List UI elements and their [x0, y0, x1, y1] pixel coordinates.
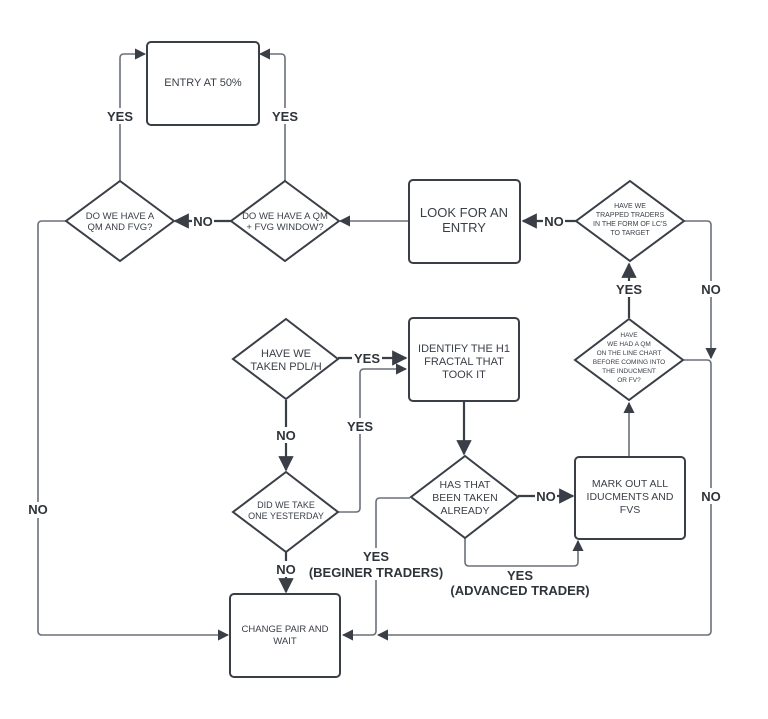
node-been-taken-line-2: BEEN TAKEN: [432, 492, 498, 504]
node-identify-h1[interactable]: IDENTIFY THE H1 FRACTAL THAT TOOK IT: [408, 317, 520, 402]
node-been-taken[interactable]: HAS THAT BEEN TAKEN ALREADY: [409, 454, 520, 540]
node-taken-pdl-line-2: TAKEN PDL/H: [250, 361, 321, 373]
label-yes-linechart: YES: [616, 282, 642, 297]
node-taken-pdl-line-1: HAVE WE: [261, 348, 311, 360]
node-qm-line-chart-line-6: OR FV?: [617, 377, 641, 384]
node-qm-line-chart-line-2: WE HAD A QM: [607, 341, 651, 348]
node-change-pair[interactable]: CHANGE PAIR AND WAIT: [229, 593, 341, 678]
label-beginner-traders: (BEGINER TRADERS): [309, 565, 443, 580]
node-qm-fvg-window[interactable]: DO WE HAVE A QM + FVG WINDOW?: [229, 179, 341, 263]
node-change-pair-line-2: WAIT: [273, 636, 297, 647]
node-one-yesterday[interactable]: DID WE TAKE ONE YESTERDAY: [231, 470, 340, 554]
label-yes-advanced: YES: [507, 568, 533, 583]
node-one-yesterday-line-1: DID WE TAKE: [257, 500, 315, 510]
label-yes-left: YES: [107, 109, 133, 124]
node-qm-line-chart-line-3: ON THE LINE CHART: [597, 350, 662, 357]
label-no-yesterday: NO: [276, 562, 296, 577]
node-look-for-entry-line-1: LOOK FOR AN: [420, 205, 508, 220]
label-yes-beginner: YES: [363, 549, 389, 564]
node-entry-at-50[interactable]: ENTRY AT 50%: [146, 41, 260, 126]
node-mark-out-line-2: IDUCMENTS AND: [587, 491, 674, 503]
node-mark-out-line-3: FVS: [620, 504, 640, 516]
node-mark-out-line-1: MARK OUT ALL: [592, 478, 668, 490]
node-qm-and-fvg[interactable]: DO WE HAVE A QM AND FVG?: [64, 179, 176, 263]
edge-qm-fvg-to-change-no: [37, 220, 230, 641]
label-yes-pdl: YES: [354, 351, 380, 366]
node-identify-h1-line-1: IDENTIFY THE H1: [418, 343, 510, 355]
edge-labels: YES YES NO NO NO YES NO YES YES NO NO NO…: [27, 108, 722, 598]
node-qm-line-chart-line-5: THE INDUCMENT: [602, 368, 656, 375]
node-look-for-entry-line-2: ENTRY: [442, 220, 486, 235]
node-mark-out[interactable]: MARK OUT ALL IDUCMENTS AND FVS: [574, 456, 686, 540]
nodes: ENTRY AT 50% DO WE HAVE A QM AND FVG? DO…: [64, 41, 686, 678]
node-entry-at-50-text: ENTRY AT 50%: [164, 77, 242, 89]
node-look-for-entry[interactable]: LOOK FOR AN ENTRY: [408, 179, 521, 264]
node-qm-fvg-window-line-2: + FVG WINDOW?: [246, 222, 323, 233]
node-identify-h1-line-2: FRACTAL THAT: [424, 356, 504, 368]
node-qm-line-chart-line-1: HAVE: [620, 332, 638, 339]
label-no-trapped: NO: [544, 214, 564, 229]
label-no-trapped-right: NO: [701, 282, 721, 297]
edge-qm-fvg-to-entry: [119, 48, 147, 182]
node-trapped-traders[interactable]: HAVE WE TRAPPED TRADERS IN THE FORM OF L…: [574, 179, 686, 263]
label-no-window: NO: [193, 214, 213, 229]
label-no-pdl: NO: [276, 428, 296, 443]
label-no-qm-fvg: NO: [28, 502, 48, 517]
node-qm-fvg-window-line-1: DO WE HAVE A QM: [242, 211, 328, 222]
node-been-taken-line-3: ALREADY: [440, 505, 489, 517]
node-identify-h1-line-3: TOOK IT: [442, 369, 486, 381]
label-no-linechart: NO: [701, 489, 721, 504]
label-advanced-trader: (ADVANCED TRADER): [450, 583, 589, 598]
label-yes-yesterday: YES: [347, 419, 373, 434]
node-been-taken-line-1: HAS THAT: [440, 479, 492, 491]
node-qm-and-fvg-line-2: QM AND FVG?: [88, 222, 153, 233]
node-change-pair-line-1: CHANGE PAIR AND: [242, 624, 329, 635]
node-qm-line-chart[interactable]: HAVE WE HAD A QM ON THE LINE CHART BEFOR…: [573, 317, 685, 402]
edge-window-to-entry: [258, 48, 286, 182]
edge-trapped-to-right-no: [684, 220, 717, 360]
node-taken-pdl[interactable]: HAVE WE TAKEN PDL/H: [231, 317, 340, 401]
node-one-yesterday-line-2: ONE YESTERDAY: [248, 511, 324, 521]
node-qm-line-chart-line-4: BEFORE COMING INTO: [593, 359, 665, 366]
label-no-taken: NO: [536, 489, 556, 504]
label-yes-right: YES: [272, 109, 298, 124]
node-trapped-traders-line-4: TO TARGET: [610, 230, 650, 237]
node-trapped-traders-line-2: TRAPPED TRADERS: [596, 212, 665, 219]
edge-yesterday-to-identify-yes: [337, 363, 408, 513]
node-trapped-traders-line-3: IN THE FORM OF LC'S: [593, 221, 667, 228]
edge-taken-to-mark-yes: [464, 538, 584, 567]
node-trapped-traders-line-1: HAVE WE: [614, 203, 646, 210]
node-qm-and-fvg-line-1: DO WE HAVE A: [86, 211, 155, 222]
